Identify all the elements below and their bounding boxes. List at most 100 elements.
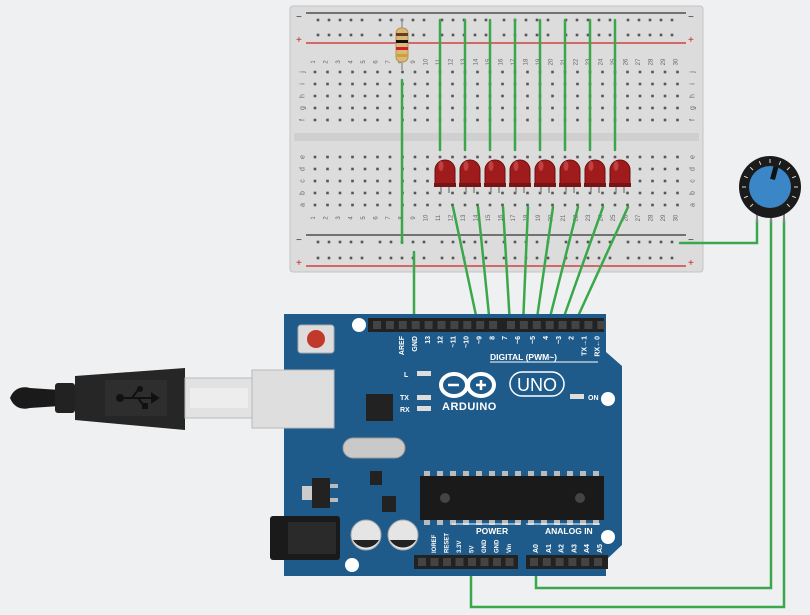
breadboard-hole[interactable]	[363, 179, 367, 183]
breadboard-hole[interactable]	[326, 118, 329, 122]
breadboard-hole[interactable]	[438, 203, 442, 207]
breadboard-hole[interactable]	[376, 118, 379, 122]
breadboard-hole[interactable]	[551, 82, 554, 86]
rail-hole[interactable]	[338, 256, 342, 260]
rail-hole[interactable]	[575, 240, 579, 244]
breadboard-hole[interactable]	[426, 118, 429, 122]
breadboard-hole[interactable]	[501, 155, 504, 159]
breadboard-hole[interactable]	[551, 70, 554, 74]
header-socket[interactable]	[443, 558, 451, 566]
rail-hole[interactable]	[473, 33, 477, 37]
rail-hole[interactable]	[597, 256, 601, 260]
breadboard-hole[interactable]	[538, 203, 542, 207]
breadboard-hole[interactable]	[563, 155, 567, 159]
breadboard-hole[interactable]	[363, 106, 367, 110]
breadboard-hole[interactable]	[401, 70, 404, 74]
breadboard-hole[interactable]	[488, 155, 492, 159]
breadboard-hole[interactable]	[351, 179, 354, 183]
header-socket[interactable]	[430, 558, 439, 566]
rail-hole[interactable]	[637, 240, 641, 244]
rail-hole[interactable]	[502, 18, 506, 22]
rail-hole[interactable]	[648, 240, 652, 244]
breadboard-hole[interactable]	[626, 82, 629, 86]
breadboard-hole[interactable]	[526, 203, 529, 207]
breadboard-hole[interactable]	[338, 82, 342, 86]
red-led[interactable]	[559, 159, 581, 193]
breadboard-hole[interactable]	[451, 203, 454, 207]
header-socket[interactable]	[468, 558, 476, 566]
reset-button-cap[interactable]	[307, 330, 325, 348]
rail-hole[interactable]	[473, 240, 477, 244]
rail-hole[interactable]	[659, 256, 663, 260]
rail-hole[interactable]	[535, 18, 539, 22]
red-led[interactable]	[434, 159, 456, 193]
breadboard-hole[interactable]	[613, 191, 617, 195]
breadboard-hole[interactable]	[338, 70, 342, 74]
red-led[interactable]	[534, 159, 556, 193]
breadboard-hole[interactable]	[351, 70, 354, 74]
rail-hole[interactable]	[422, 18, 426, 22]
header-socket[interactable]	[411, 321, 420, 329]
breadboard-hole[interactable]	[363, 82, 367, 86]
rail-hole[interactable]	[608, 240, 612, 244]
breadboard-hole[interactable]	[451, 94, 454, 98]
rail-hole[interactable]	[597, 33, 601, 37]
header-socket[interactable]	[568, 558, 577, 566]
led-wire-pin-7[interactable]	[501, 205, 512, 327]
potentiometer[interactable]	[739, 156, 801, 222]
breadboard-hole[interactable]	[463, 203, 467, 207]
rail-hole[interactable]	[586, 240, 590, 244]
breadboard-hole[interactable]	[326, 155, 329, 159]
led-wire-pin-8[interactable]	[476, 205, 492, 327]
breadboard-hole[interactable]	[388, 167, 392, 171]
breadboard-hole[interactable]	[476, 191, 479, 195]
breadboard-hole[interactable]	[651, 118, 654, 122]
breadboard-hole[interactable]	[376, 106, 379, 110]
breadboard-hole[interactable]	[426, 167, 429, 171]
rail-hole[interactable]	[546, 33, 550, 37]
breadboard-hole[interactable]	[363, 191, 367, 195]
rail-hole[interactable]	[473, 18, 477, 22]
breadboard-hole[interactable]	[338, 191, 342, 195]
rail-hole[interactable]	[484, 240, 488, 244]
header-socket[interactable]	[463, 321, 472, 329]
breadboard-hole[interactable]	[363, 203, 367, 207]
breadboard-hole[interactable]	[513, 155, 517, 159]
red-led[interactable]	[609, 159, 631, 193]
breadboard-hole[interactable]	[576, 191, 579, 195]
breadboard-hole[interactable]	[626, 94, 629, 98]
rail-hole[interactable]	[327, 18, 331, 22]
breadboard-hole[interactable]	[426, 82, 429, 86]
header-socket[interactable]	[489, 321, 498, 329]
breadboard-hole[interactable]	[526, 106, 529, 110]
breadboard-hole[interactable]	[338, 179, 342, 183]
breadboard-hole[interactable]	[363, 94, 367, 98]
breadboard-hole[interactable]	[638, 70, 642, 74]
breadboard-hole[interactable]	[538, 155, 542, 159]
rail-hole[interactable]	[473, 256, 477, 260]
breadboard-hole[interactable]	[476, 203, 479, 207]
breadboard-hole[interactable]	[651, 167, 654, 171]
rail-hole[interactable]	[400, 256, 404, 260]
red-led[interactable]	[584, 159, 606, 193]
breadboard-hole[interactable]	[501, 106, 504, 110]
rail-hole[interactable]	[637, 18, 641, 22]
breadboard-hole[interactable]	[363, 70, 367, 74]
header-socket[interactable]	[555, 558, 564, 566]
rail-hole[interactable]	[513, 256, 517, 260]
rail-hole[interactable]	[389, 18, 393, 22]
breadboard-hole[interactable]	[601, 94, 604, 98]
breadboard-hole[interactable]	[551, 94, 554, 98]
breadboard-hole[interactable]	[413, 118, 417, 122]
breadboard-hole[interactable]	[576, 70, 579, 74]
breadboard-hole[interactable]	[663, 179, 667, 183]
rail-hole[interactable]	[535, 240, 539, 244]
breadboard-hole[interactable]	[351, 155, 354, 159]
breadboard-hole[interactable]	[476, 118, 479, 122]
breadboard-hole[interactable]	[601, 82, 604, 86]
breadboard-hole[interactable]	[551, 106, 554, 110]
breadboard-hole[interactable]	[413, 167, 417, 171]
breadboard-hole[interactable]	[426, 203, 429, 207]
breadboard-hole[interactable]	[388, 203, 392, 207]
breadboard-hole[interactable]	[451, 82, 454, 86]
